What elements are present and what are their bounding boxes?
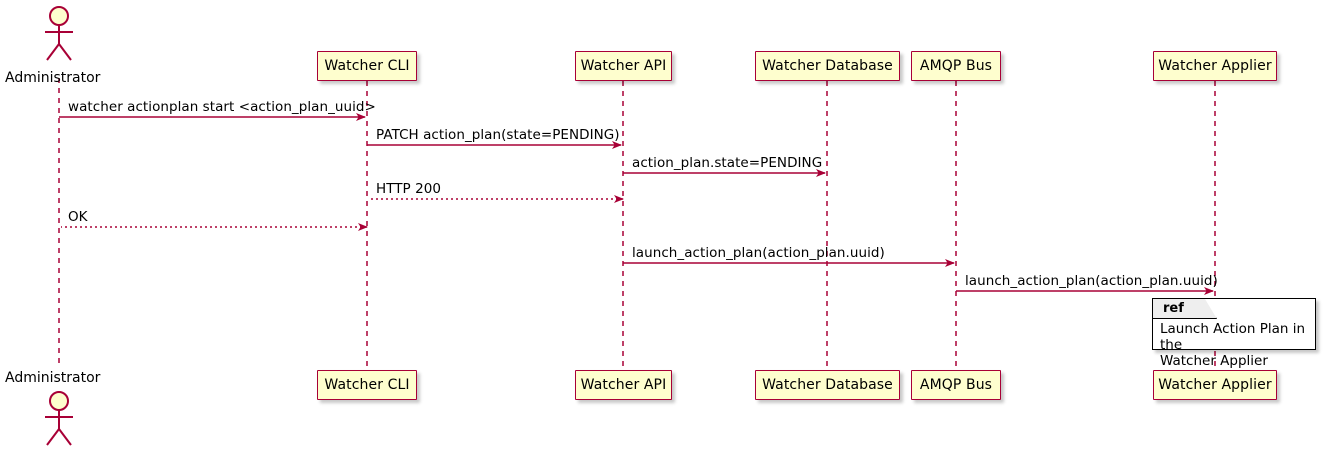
participant-label: Watcher Database	[762, 58, 893, 74]
participant-watcher-database-bottom[interactable]: Watcher Database	[755, 370, 900, 400]
participant-watcher-applier-bottom[interactable]: Watcher Applier	[1153, 370, 1277, 400]
message-label-3: action_plan.state=PENDING	[632, 155, 823, 171]
participant-watcher-cli-bottom[interactable]: Watcher CLI	[317, 370, 417, 400]
participant-watcher-database-top[interactable]: Watcher Database	[755, 51, 900, 81]
participant-label: Watcher API	[580, 377, 667, 393]
actor-leg-right-top	[58, 43, 72, 61]
participant-amqp-bus-bottom[interactable]: AMQP Bus	[911, 370, 1001, 400]
actor-figure-administrator-top	[45, 6, 73, 61]
participant-label: Watcher CLI	[324, 58, 410, 74]
message-label-7: launch_action_plan(action_plan.uuid)	[965, 273, 1218, 289]
participant-watcher-applier-top[interactable]: Watcher Applier	[1153, 51, 1277, 81]
participant-label: Watcher API	[580, 58, 667, 74]
participant-watcher-api-bottom[interactable]: Watcher API	[575, 370, 672, 400]
participant-label: AMQP Bus	[919, 58, 993, 74]
actor-leg-left-bottom	[46, 428, 60, 446]
message-arrows-group	[59, 113, 1214, 295]
actor-figures-group	[45, 6, 73, 446]
actor-leg-right-bottom	[58, 428, 72, 446]
ref-frame-line-1: Launch Action Plan in the	[1160, 321, 1306, 353]
message-label-1: watcher actionplan start <action_plan_uu…	[68, 99, 376, 115]
message-label-6: launch_action_plan(action_plan.uuid)	[632, 245, 885, 261]
message-label-4: HTTP 200	[376, 181, 442, 197]
participant-amqp-bus-top[interactable]: AMQP Bus	[911, 51, 1001, 81]
participant-watcher-api-top[interactable]: Watcher API	[575, 51, 672, 81]
participant-label: Watcher Database	[762, 377, 893, 393]
actor-head-top	[49, 6, 69, 26]
participant-label: Watcher Applier	[1158, 377, 1272, 393]
message-label-2: PATCH action_plan(state=PENDING)	[376, 127, 620, 143]
participant-label: AMQP Bus	[919, 377, 993, 393]
actor-label-administrator-top: Administrator	[5, 70, 101, 86]
participant-label: Watcher Applier	[1158, 58, 1272, 74]
actor-head-bottom	[49, 391, 69, 411]
message-label-5: OK	[68, 209, 88, 225]
lifelines-group	[58, 78, 1216, 370]
ref-frame-tab: ref	[1153, 299, 1217, 319]
participant-label: Watcher CLI	[324, 377, 410, 393]
actor-leg-left-top	[46, 43, 60, 61]
participant-watcher-cli-top[interactable]: Watcher CLI	[317, 51, 417, 81]
ref-frame-line-2: Watcher Applier	[1160, 353, 1268, 369]
actor-figure-administrator-bottom	[45, 391, 73, 446]
actor-label-administrator-bottom: Administrator	[5, 370, 101, 386]
